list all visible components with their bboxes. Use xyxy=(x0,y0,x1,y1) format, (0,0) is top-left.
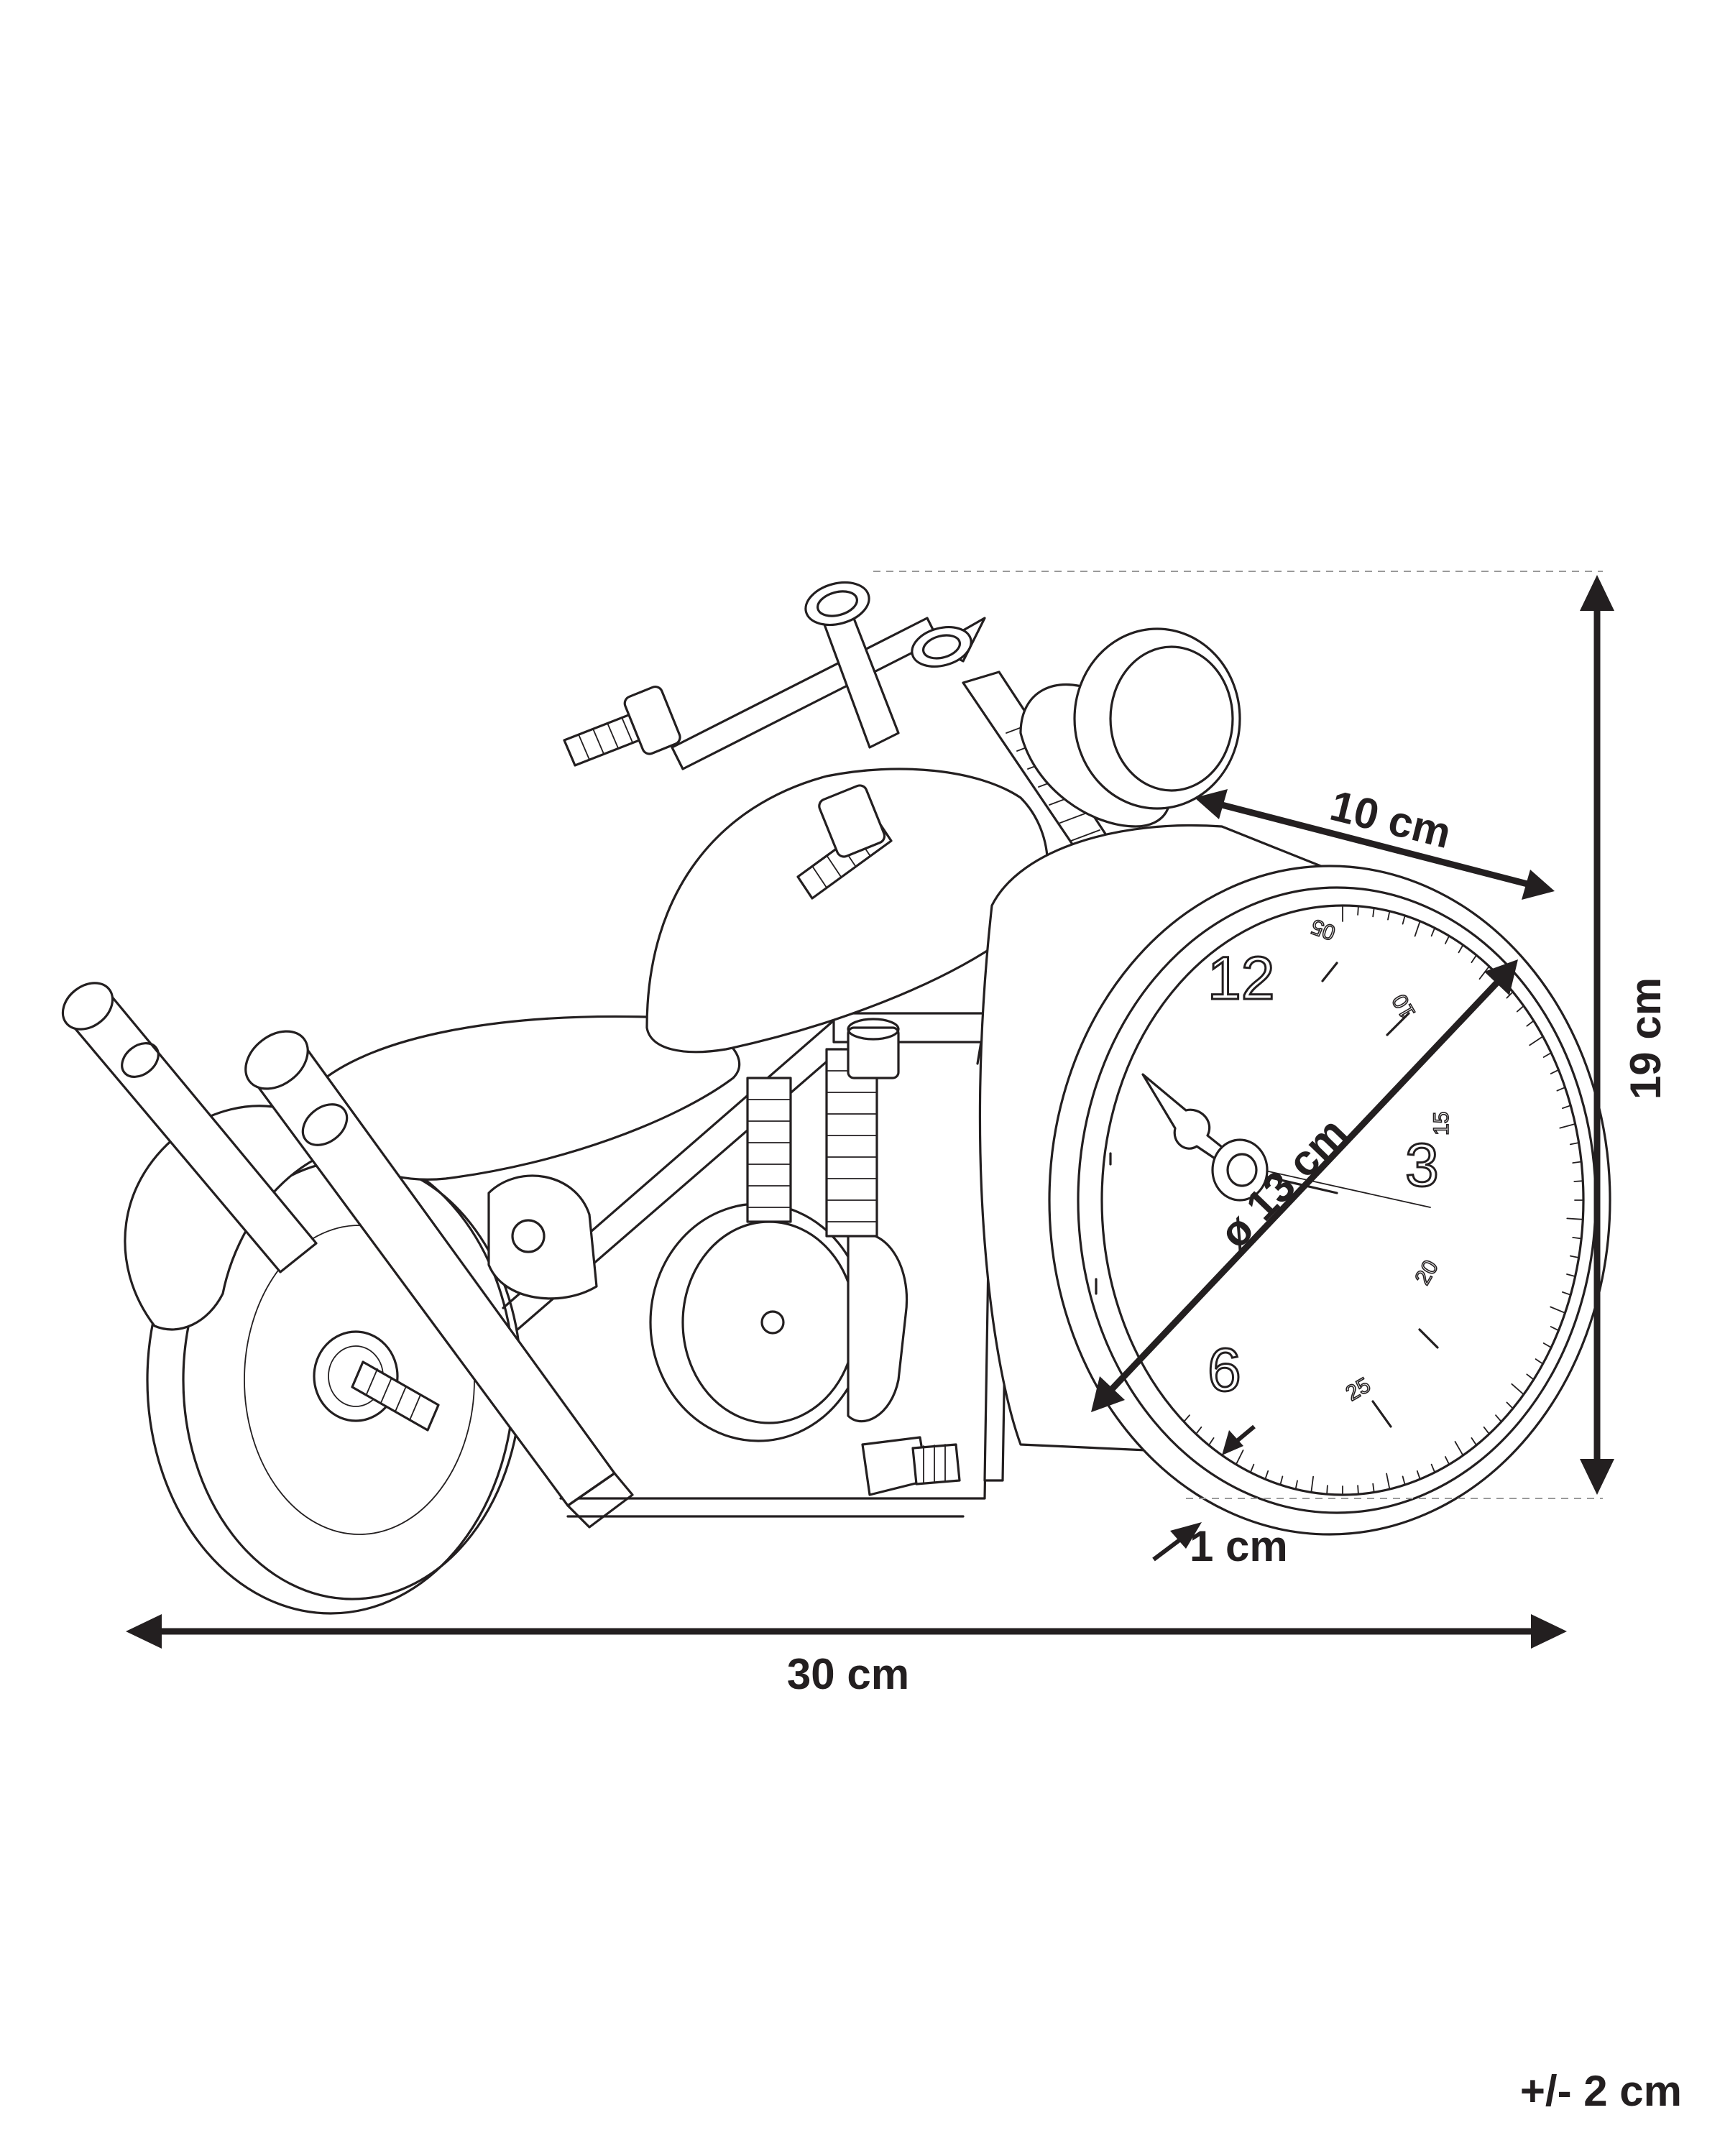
exhaust-pipes xyxy=(61,982,634,1529)
hour-numeral-12: 12 xyxy=(1208,944,1274,1012)
minute-tick xyxy=(1569,1255,1580,1258)
minute-tick xyxy=(1542,1052,1552,1058)
frame-end-bolt xyxy=(861,1436,961,1496)
minute-tick xyxy=(1208,1437,1215,1446)
minute-tick xyxy=(1310,1475,1314,1493)
minute-tick xyxy=(1402,1475,1406,1485)
minute-tick xyxy=(1572,1161,1583,1164)
minute-tick xyxy=(1416,1470,1421,1480)
minute-tick xyxy=(1550,1306,1566,1314)
minute-tick xyxy=(1483,1426,1490,1435)
minute-tick xyxy=(1195,1426,1202,1435)
engine xyxy=(487,1018,908,1442)
hour-numeral-3: 3 xyxy=(1405,1131,1439,1199)
clock-body xyxy=(978,824,1611,1536)
minute-tick xyxy=(1294,1480,1298,1491)
minute-tick xyxy=(1526,1373,1535,1381)
minute-tick xyxy=(1566,1273,1576,1277)
minute-tick xyxy=(1535,1358,1544,1365)
minute-tick xyxy=(1471,954,1478,963)
minute-tick xyxy=(1326,1485,1328,1496)
minute-tick xyxy=(1561,1291,1572,1296)
minute-tick xyxy=(1542,1342,1552,1348)
rear-axle-bolt xyxy=(351,1360,440,1432)
clock-center-hub xyxy=(1211,1138,1269,1202)
minute-tick xyxy=(1445,935,1450,944)
height-dimension xyxy=(1580,575,1614,1495)
depth-dimension xyxy=(1195,789,1555,900)
minute-tick xyxy=(1430,927,1436,937)
minute-tick xyxy=(1526,1020,1535,1027)
minute-tick xyxy=(1529,1036,1544,1046)
minute-tick xyxy=(1511,1383,1524,1396)
minute-tick xyxy=(1183,1414,1190,1423)
width-dimension xyxy=(126,1614,1567,1649)
minute-tick xyxy=(1495,1414,1502,1423)
handlebars xyxy=(563,581,986,900)
width-label: 30 cm xyxy=(787,1650,909,1698)
minute-tick xyxy=(1279,1475,1284,1485)
minute-tick xyxy=(1235,1450,1244,1465)
minute-tick xyxy=(1478,965,1490,980)
minute-tick xyxy=(1566,1217,1584,1220)
minute-tick xyxy=(1445,1456,1450,1465)
hour-numeral-6: 6 xyxy=(1208,1336,1241,1404)
headlight xyxy=(1019,627,1241,828)
minute-tick xyxy=(1569,1142,1580,1146)
hour-marks xyxy=(1095,962,1439,1428)
minute-tick xyxy=(1559,1123,1576,1129)
minute-tick xyxy=(1430,1463,1436,1473)
minute-tick xyxy=(1372,907,1375,918)
minute-tick xyxy=(1372,1483,1375,1493)
minute-tick xyxy=(1458,944,1464,954)
minute-tick xyxy=(1386,1473,1391,1491)
tolerance-label: +/- 2 cm xyxy=(1520,2067,1682,2115)
minute-tick xyxy=(1550,1326,1560,1332)
fuel-tank xyxy=(645,768,1049,1054)
minute-tick xyxy=(1550,1069,1560,1074)
minute-tick xyxy=(1506,991,1514,999)
minute-tick xyxy=(1556,1087,1566,1092)
minute-tick xyxy=(1506,1401,1514,1409)
minute-tick xyxy=(1561,1105,1572,1109)
minute-tick xyxy=(1414,920,1421,937)
bezel-dimension xyxy=(1152,1424,1256,1562)
minute-tick xyxy=(1471,1437,1478,1446)
minute-tick xyxy=(1402,915,1406,925)
motorcycle-illustration: 12 3 6 05 10 15 20 25 xyxy=(61,581,1611,1615)
minute-tick xyxy=(1516,1005,1524,1013)
diameter-dimension xyxy=(1091,959,1518,1412)
minute-tick xyxy=(1387,911,1391,921)
minute-tick xyxy=(1572,1237,1583,1240)
bezel-label: 1 cm xyxy=(1190,1522,1288,1570)
second-hand xyxy=(1236,1164,1431,1208)
minute-tick xyxy=(1454,1441,1464,1456)
minute-ticks xyxy=(1183,905,1584,1496)
minute-numeral-15: 15 xyxy=(1430,1112,1453,1135)
height-label: 19 cm xyxy=(1622,977,1670,1100)
minute-tick xyxy=(1249,1463,1255,1473)
minute-tick xyxy=(1264,1470,1269,1480)
